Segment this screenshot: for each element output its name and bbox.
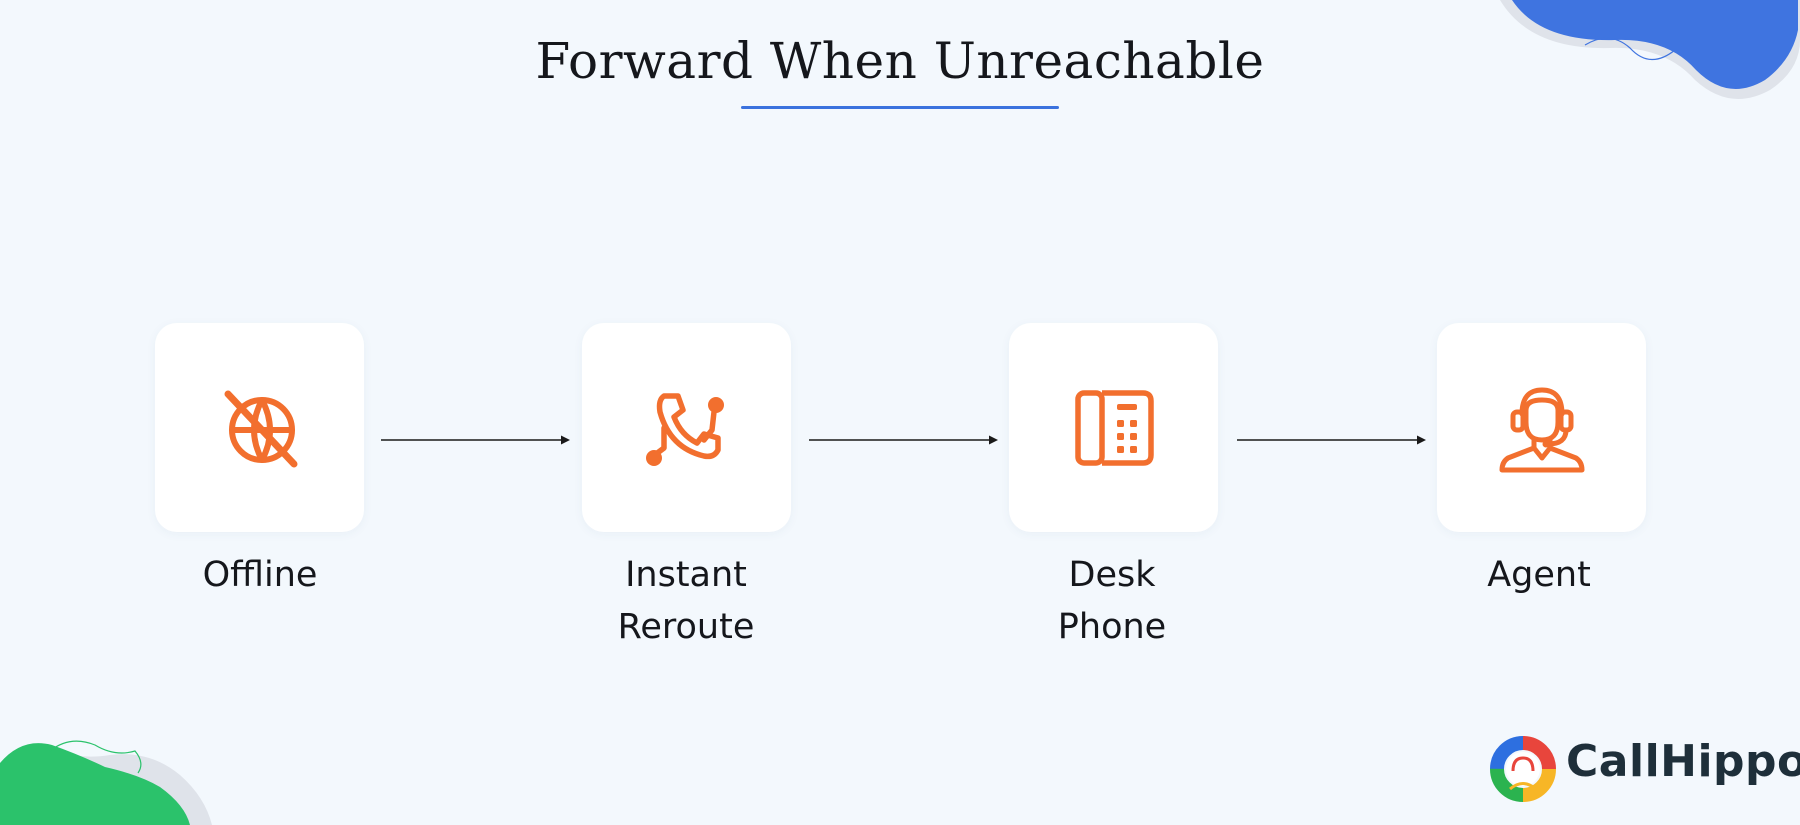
brand-name: CallHippo: [1566, 736, 1800, 787]
bottom-left-wave-decoration: [0, 740, 212, 825]
desk-phone-icon: [1074, 389, 1154, 466]
headset-agent-icon: [1499, 387, 1584, 472]
callhippo-logo-icon: [1490, 736, 1556, 802]
step-label-agent: Agent: [1487, 555, 1591, 595]
step-card-instant-reroute: [582, 323, 791, 532]
step-label-offline: Offline: [202, 555, 318, 595]
phone-route-icon: [645, 392, 724, 466]
flow-arrow-3: [1237, 435, 1426, 445]
flow-arrow-1: [381, 435, 570, 445]
top-right-wave-decoration: [1500, 0, 1800, 99]
globe-slash-icon: [224, 390, 297, 467]
step-card-agent: [1437, 323, 1646, 532]
step-card-offline: [155, 323, 364, 532]
page-title: Forward When Unreachable: [535, 32, 1265, 90]
title-underline: [741, 106, 1059, 109]
step-card-desk-phone: [1009, 323, 1218, 532]
flow-arrow-2: [809, 435, 998, 445]
